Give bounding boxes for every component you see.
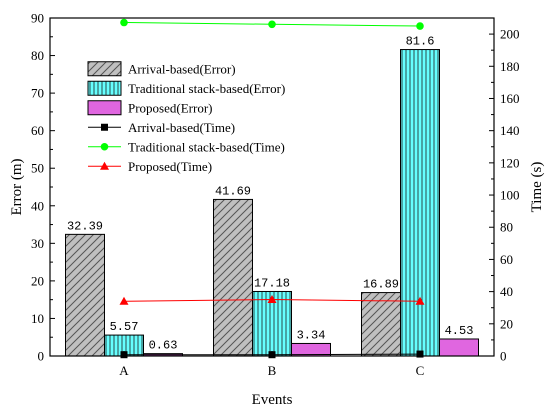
- data-label-proposed-error-c: 4.53: [445, 324, 474, 338]
- y2-axis-label: Time (s): [529, 162, 545, 213]
- data-label-proposed-error-b: 3.34: [297, 328, 326, 342]
- point-traditional-stack-based-time-c: [416, 22, 424, 30]
- x-tick-label-a: A: [119, 363, 129, 378]
- y-tick-label: 20: [31, 273, 44, 288]
- bar-traditional-stack-based-error-c: [400, 49, 440, 357]
- y-tick-label: 30: [31, 236, 44, 251]
- bar-arrival-based-error-a: [65, 233, 105, 357]
- legend-item-proposed-error: Proposed(Error): [87, 100, 212, 116]
- y2-tick-label: 120: [500, 155, 520, 170]
- legend-label: Traditional stack-based(Time): [128, 139, 285, 154]
- x-tick-label-c: C: [416, 363, 425, 378]
- point-proposed-time-a: [119, 296, 129, 305]
- y2-tick-label: 160: [500, 91, 520, 106]
- bar-arrival-based-error-b: [213, 198, 253, 357]
- y-tick-label: 60: [31, 123, 44, 138]
- y-tick-label: 10: [31, 311, 44, 326]
- y2-tick-label: 0: [500, 349, 507, 364]
- legend-item-arrival-based-error: Arrival-based(Error): [87, 61, 236, 77]
- y-axis-label: Error (m): [9, 158, 25, 215]
- legend-item-proposed-time: Proposed(Time): [88, 159, 212, 174]
- bar-arrival-based-error-c: [361, 292, 401, 357]
- x-tick-label-b: B: [268, 363, 277, 378]
- y2-tick-label: 60: [500, 252, 513, 267]
- data-label-arrival-based-error-a: 32.39: [67, 219, 103, 233]
- y2-tick-label: 100: [500, 188, 520, 203]
- y-tick-label: 0: [38, 349, 45, 364]
- point-proposed-time-b: [267, 295, 277, 304]
- y-tick-label: 50: [31, 161, 44, 176]
- y2-tick-label: 40: [500, 284, 513, 299]
- x-axis-label: Events: [252, 392, 293, 408]
- legend-marker: [101, 123, 108, 131]
- y2-tick-label: 180: [500, 59, 520, 74]
- legend-marker: [100, 161, 109, 170]
- legend-item-traditional-stack-based-error: Traditional stack-based(Error): [87, 80, 285, 96]
- data-label-arrival-based-error-c: 16.89: [363, 278, 399, 292]
- y2-tick-label: 200: [500, 27, 520, 42]
- y2-tick-label: 80: [500, 220, 513, 235]
- y-tick-label: 40: [31, 198, 44, 213]
- legend-label: Arrival-based(Time): [128, 120, 235, 135]
- y-tick-label: 90: [31, 11, 44, 26]
- legend-swatch: [87, 80, 122, 96]
- data-label-traditional-stack-based-error-c: 81.6: [406, 35, 435, 49]
- legend-label: Proposed(Error): [128, 100, 212, 115]
- bar-proposed-error-c: [439, 338, 479, 357]
- legend-label: Arrival-based(Error): [128, 61, 236, 76]
- data-label-proposed-error-a: 0.63: [149, 339, 178, 353]
- point-traditional-stack-based-time-b: [268, 20, 276, 29]
- legend-label: Traditional stack-based(Error): [128, 81, 285, 96]
- data-label-traditional-stack-based-error-b: 17.18: [254, 276, 290, 290]
- point-proposed-time-c: [415, 296, 425, 305]
- y2-tick-label: 140: [500, 123, 520, 138]
- legend-marker: [100, 142, 109, 151]
- legend-swatch: [87, 100, 122, 116]
- legend-swatch: [87, 61, 122, 77]
- y-tick-label: 80: [31, 48, 44, 63]
- y2-tick-label: 20: [500, 316, 513, 331]
- point-traditional-stack-based-time-a: [120, 18, 128, 27]
- data-label-arrival-based-error-b: 41.69: [215, 184, 251, 198]
- y-tick-label: 70: [31, 86, 44, 101]
- data-label-traditional-stack-based-error-a: 5.57: [110, 320, 139, 334]
- legend-item-traditional-stack-based-time: Traditional stack-based(Time): [88, 139, 285, 154]
- legend-item-arrival-based-time: Arrival-based(Time): [88, 120, 235, 135]
- legend-label: Proposed(Time): [128, 159, 212, 174]
- legend: Arrival-based(Error) Traditional stack-ba…: [85, 56, 303, 177]
